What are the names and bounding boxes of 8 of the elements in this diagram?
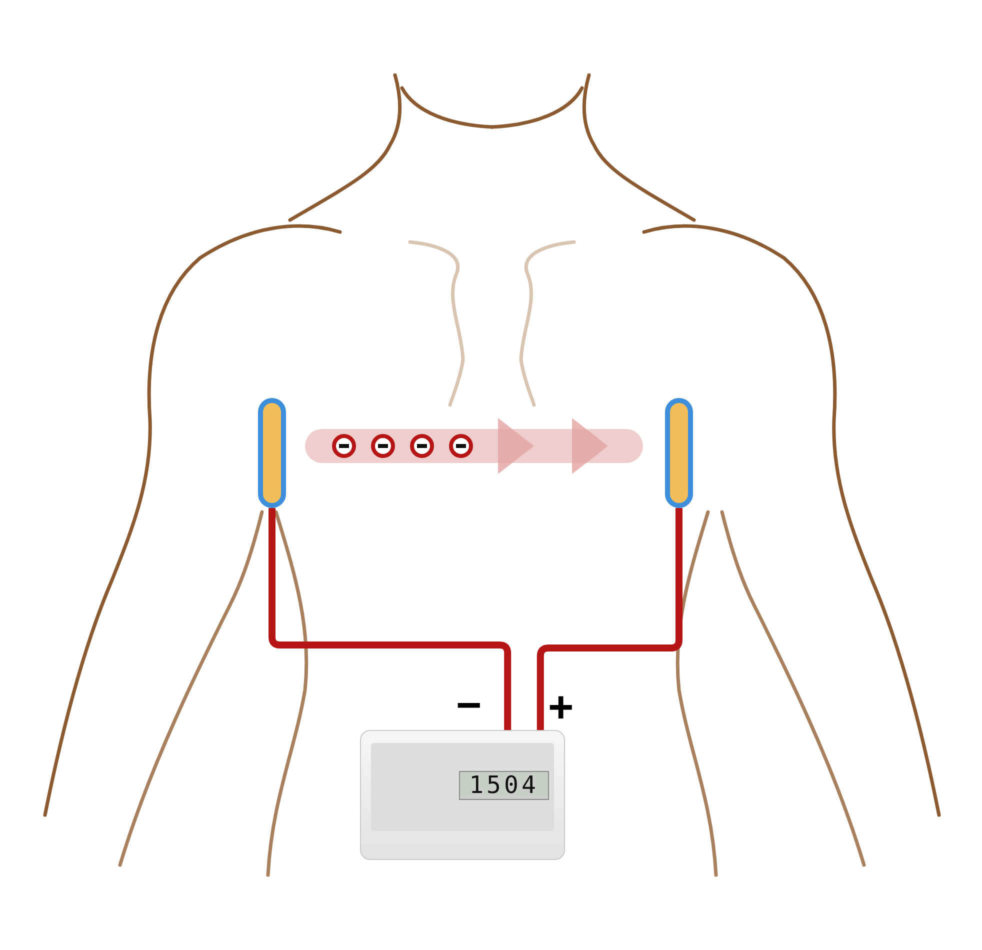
digital-display: 1504: [459, 771, 549, 800]
electrode-pad: [258, 398, 286, 508]
electrode-pad: [665, 398, 693, 508]
control-unit: [360, 730, 565, 860]
electrode-cable: [268, 508, 512, 730]
polarity-sign: +: [548, 686, 574, 730]
electrode-cable: [536, 508, 682, 730]
polarity-sign: −: [456, 684, 482, 728]
